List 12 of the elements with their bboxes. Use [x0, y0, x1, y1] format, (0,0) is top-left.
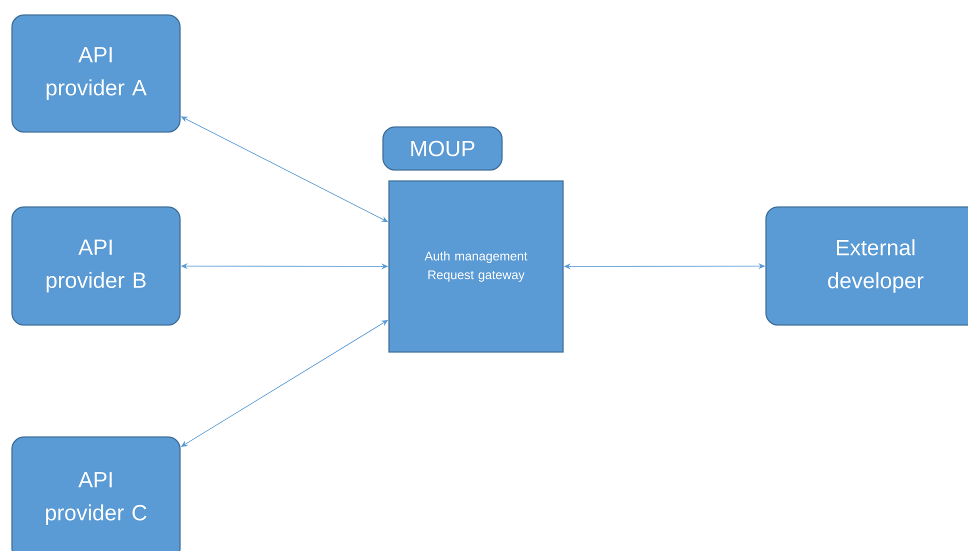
rounded-box — [11, 14, 181, 133]
node-text: Auth management Request gateway — [424, 251, 528, 282]
node-text: MOUP — [411, 140, 474, 156]
node-text: API provider C — [46, 472, 146, 525]
node-text: External developer — [828, 239, 924, 293]
node-text: API provider A — [46, 47, 147, 100]
rounded-box — [11, 206, 181, 326]
rounded-box — [765, 206, 968, 326]
gateway-box — [388, 180, 564, 353]
rounded-box — [11, 436, 181, 551]
node-text: API provider B — [46, 240, 146, 292]
rounded-box — [382, 126, 503, 171]
